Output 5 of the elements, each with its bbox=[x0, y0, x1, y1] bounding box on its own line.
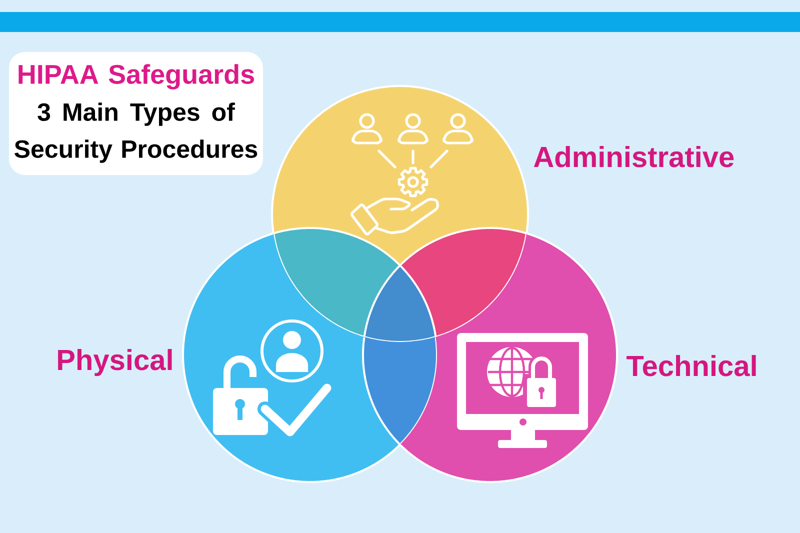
title-box: HIPAA Safeguards 3 Main Types of Security Procedures bbox=[9, 52, 263, 175]
circle-label: Physical bbox=[58, 349, 172, 376]
top-bar bbox=[0, 12, 800, 32]
circle-label: Administrative bbox=[534, 146, 734, 168]
circle-label: Technical bbox=[626, 355, 756, 376]
